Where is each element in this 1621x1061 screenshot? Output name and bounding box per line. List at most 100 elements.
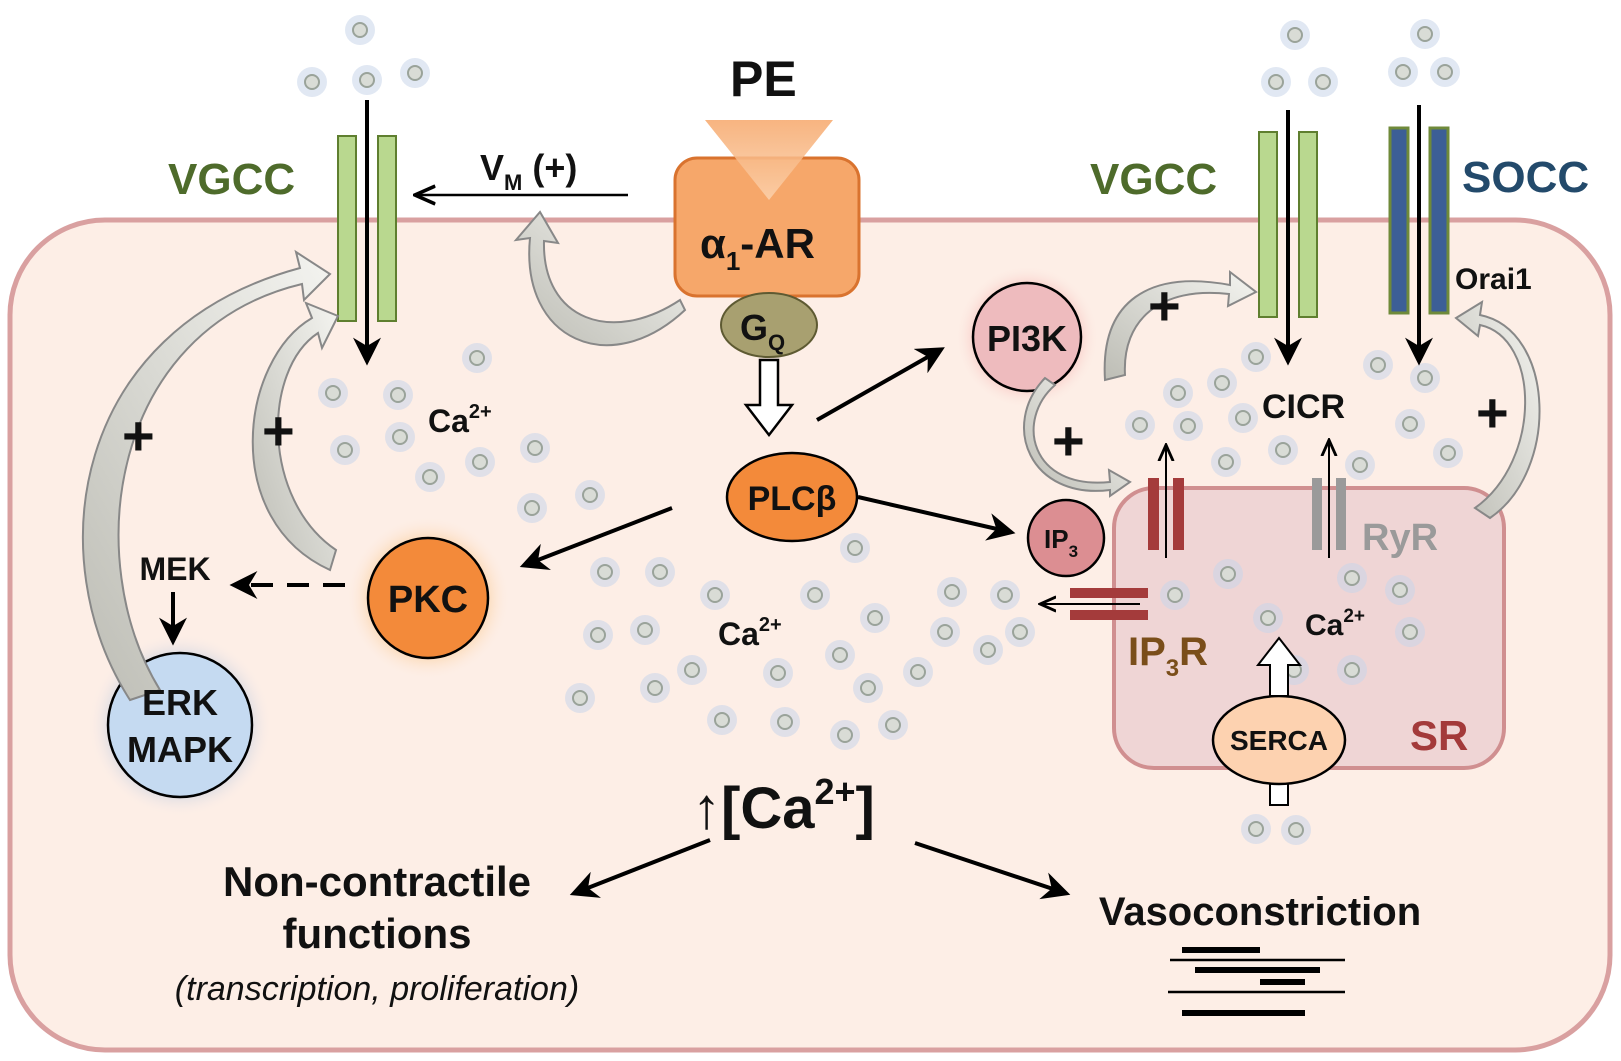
calcium-ion [937, 624, 953, 640]
calcium-ion [469, 350, 485, 366]
socc-label: SOCC [1462, 153, 1589, 202]
ip3r-channel [1040, 445, 1184, 620]
calcium-ion [304, 74, 320, 90]
vm-label: VM (+) [480, 147, 577, 195]
calcium-ion [1344, 570, 1360, 586]
gq-protein [720, 292, 818, 358]
calcium-ion [1402, 624, 1418, 640]
plus-left-outer: + [122, 404, 155, 467]
vgcc-left-label: VGCC [168, 155, 295, 204]
pkc-label: PKC [388, 579, 468, 621]
calcium-ion [527, 440, 543, 456]
gq-to-plc-arrow [743, 358, 795, 438]
calcium-ion [572, 690, 588, 706]
mapk-label: MAPK [127, 729, 233, 770]
noncontractile-line2: functions [283, 910, 472, 957]
pathway-arrows [159, 195, 1071, 900]
erk-label: ERK [142, 682, 218, 723]
calcium-ion [714, 712, 730, 728]
calcium-ion [472, 454, 488, 470]
pe-ligand-triangle [705, 120, 833, 200]
noncontractile-line1: Non-contractile [223, 858, 531, 905]
calcium-ion [359, 72, 375, 88]
calcium-ion [867, 610, 883, 626]
calcium-ion [1214, 375, 1230, 391]
ip3r-label: IP3R [1128, 630, 1208, 682]
calcium-ion [1315, 74, 1331, 90]
plus-pi3k-vgcc: + [1148, 274, 1181, 337]
calcium-ion [770, 665, 786, 681]
vgcc-right-label: VGCC [1090, 155, 1217, 204]
vgcc-right-channel [1258, 110, 1318, 366]
calcium-ion [392, 429, 408, 445]
calcium-ion [1268, 74, 1284, 90]
calcium-ion [1218, 454, 1234, 470]
mek-label: MEK [139, 551, 210, 587]
orai1-label: Orai1 [1455, 263, 1532, 296]
calcium-ion [1288, 822, 1304, 838]
calcium-ion [1437, 64, 1453, 80]
gq-label: GQ [740, 307, 785, 355]
plc-beta-node [725, 451, 859, 543]
pkc-node [366, 536, 490, 660]
pi3k-label: PI3K [987, 318, 1067, 359]
calcium-ion [590, 627, 606, 643]
calcium-ion [647, 680, 663, 696]
calcium-ion [1352, 457, 1368, 473]
cicr-label: CICR [1262, 388, 1345, 426]
calcium-ion [1287, 27, 1303, 43]
calcium-ion [1275, 442, 1291, 458]
alpha1-ar-label: α1-AR [700, 220, 815, 276]
calcium-ion [1012, 624, 1028, 640]
calcium-ion [1260, 610, 1276, 626]
calcium-ion [422, 469, 438, 485]
calcium-ion [524, 500, 540, 516]
ip3-label: IP3 [1044, 524, 1078, 561]
calcium-ion [325, 385, 341, 401]
calcium-ion [1248, 821, 1264, 837]
calcium-ion [1344, 662, 1360, 678]
calcium-ion [910, 664, 926, 680]
calcium-rise-label: ↑[Ca2+] [692, 771, 875, 841]
plus-pi3k-ip3r: + [1052, 409, 1085, 472]
noncontractile-detail: (transcription, proliferation) [175, 970, 579, 1008]
calcium-ion [390, 387, 406, 403]
calcium-ion [944, 584, 960, 600]
positive-feedback-arrows [81, 210, 1541, 702]
calcium-ion [847, 540, 863, 556]
sr-label: SR [1410, 712, 1468, 759]
serca-label: SERCA [1230, 725, 1328, 756]
calcium-ion [885, 717, 901, 733]
calcium-ion [684, 662, 700, 678]
calcium-ion [807, 587, 823, 603]
ca-center-label: Ca2+ [718, 614, 782, 652]
vasoconstriction-label: Vasoconstriction [1099, 890, 1421, 934]
pe-label: PE [730, 51, 797, 107]
calcium-ion [352, 22, 368, 38]
calcium-ion [1180, 418, 1196, 434]
calcium-ion [337, 442, 353, 458]
calcium-ion [980, 642, 996, 658]
calcium-ion [1417, 26, 1433, 42]
calcium-ion [637, 622, 653, 638]
plus-orai: + [1476, 381, 1509, 444]
ryr-channel [1312, 440, 1346, 558]
ca-sr-label: Ca2+ [1305, 606, 1365, 642]
calcium-ion [860, 680, 876, 696]
vgcc-left-channel [337, 100, 397, 366]
serca-pump [1211, 636, 1347, 806]
calcium-ion [777, 714, 793, 730]
calcium-ion [1392, 582, 1408, 598]
calcium-ion [582, 487, 598, 503]
calcium-ion [837, 727, 853, 743]
socc-channel [1388, 105, 1450, 366]
calcium-ion [707, 587, 723, 603]
calcium-ion [1395, 64, 1411, 80]
calcium-ions [297, 15, 1463, 845]
calcium-ion [1417, 370, 1433, 386]
plc-beta-label: PLCβ [748, 480, 837, 518]
calcium-ion [1167, 587, 1183, 603]
calcium-ion [652, 564, 668, 580]
calcium-ion [1132, 417, 1148, 433]
